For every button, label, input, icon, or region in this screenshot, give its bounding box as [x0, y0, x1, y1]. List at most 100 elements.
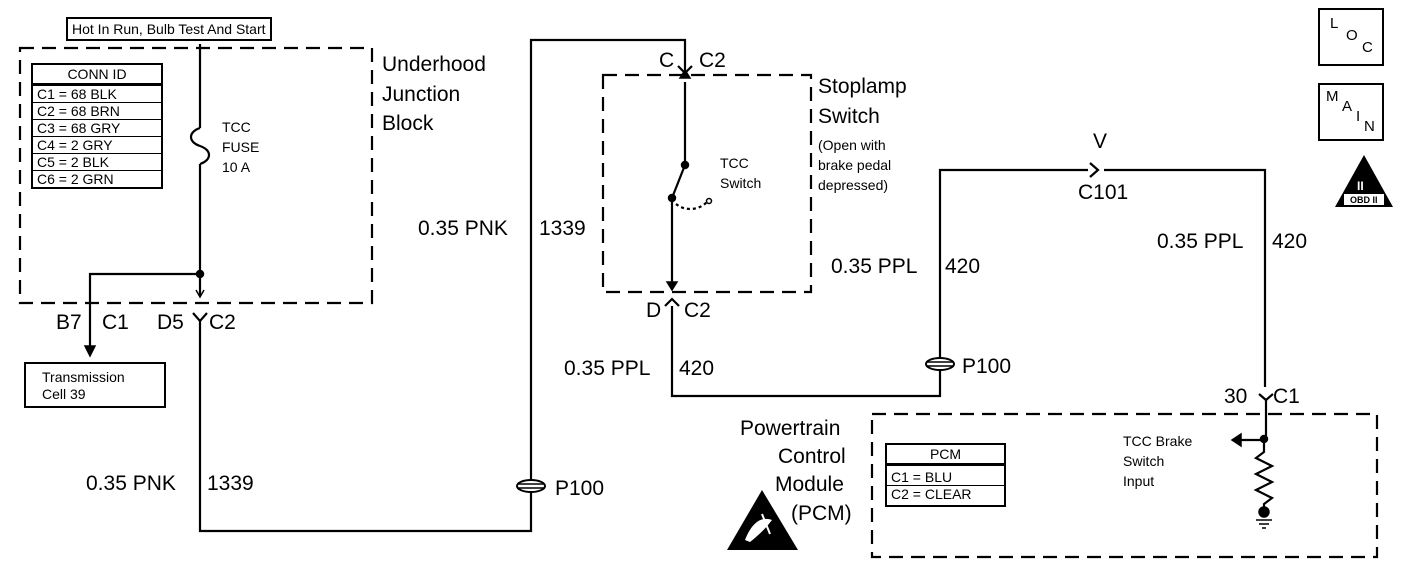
connector-c2-bottom: C2 — [684, 299, 711, 322]
ppl-lower-circuit: 420 — [679, 357, 715, 380]
fuse-label-line1: TCC — [222, 119, 251, 135]
switch-pivot-bottom — [667, 193, 677, 203]
transmission-box: Transmission Cell 39 — [24, 362, 166, 408]
main-letter: I — [1356, 108, 1361, 125]
pnk-upper-circuit: 1339 — [539, 217, 586, 240]
connector-c1-left: C1 — [102, 311, 129, 334]
tcc-fuse-symbol — [189, 126, 211, 166]
pcm-input-label-line2: Switch — [1123, 453, 1165, 469]
c1-right-connector-symbol — [1258, 393, 1274, 402]
p100-right-splice-lines — [926, 361, 954, 367]
connector-c2-top: C2 — [699, 49, 726, 72]
conn-id-table-title: CONN ID — [33, 65, 161, 85]
fuse-label-line2: FUSE — [222, 139, 260, 155]
conn-id-row: C3 = 68 GRY — [33, 119, 161, 136]
pcm-connector-table: PCM C1 = BLU C2 = CLEAR — [885, 443, 1006, 507]
switch-pivot-top — [680, 160, 690, 170]
switch-up-arrow — [678, 68, 692, 79]
pcm-title-line1: Powertrain — [740, 417, 841, 440]
pull-up-resistor — [1253, 440, 1275, 516]
connector-c-top: C — [659, 49, 675, 72]
splice-p100-left: P100 — [555, 477, 605, 500]
stoplamp-note-line1: (Open with — [818, 137, 886, 153]
ppl-lower-gauge: 0.35 PPL — [564, 357, 651, 380]
obd-ii-icon — [1335, 155, 1393, 207]
loc-letter: L — [1330, 15, 1339, 32]
connector-b7: B7 — [56, 311, 82, 334]
splice-p100-right: P100 — [962, 355, 1012, 378]
conn-id-table: CONN ID C1 = 68 BLK C2 = 68 BRN C3 = 68 … — [31, 63, 163, 189]
power-source-label: Hot In Run, Bulb Test And Start — [66, 17, 272, 41]
connector-d5: D5 — [157, 311, 184, 334]
tcc-switch-label-line1: TCC — [720, 155, 749, 171]
fuse-arrow — [195, 289, 205, 299]
underhood-title-line3: Block — [382, 112, 434, 135]
conn-id-row: C1 = 68 BLK — [33, 85, 161, 102]
ppl-mid-gauge: 0.35 PPL — [831, 255, 918, 278]
switch-open-arc — [675, 200, 709, 211]
p100-left-splice-lines — [517, 483, 545, 489]
obd-numeral: II — [1357, 179, 1364, 193]
connector-d-bottom: D — [646, 299, 662, 322]
pnk-lower-gauge: 0.35 PNK — [86, 472, 176, 495]
pcm-input-label-line1: TCC Brake — [1123, 433, 1193, 449]
underhood-title-line2: Junction — [382, 83, 461, 106]
ppl-right-circuit: 420 — [1272, 230, 1308, 253]
pcm-table-row: C1 = BLU — [887, 465, 1004, 485]
ground-symbol — [1256, 519, 1272, 529]
ppl-right-wire — [1104, 168, 1267, 387]
v-connector-symbol — [1089, 162, 1100, 178]
main-nav-button[interactable]: M A I N — [1318, 83, 1384, 141]
pcm-table-row: C2 = CLEAR — [887, 485, 1004, 505]
pcm-title-line4: (PCM) — [791, 502, 852, 525]
obd-label[interactable]: OBD II — [1350, 195, 1378, 205]
pcm-input-label-line3: Input — [1123, 473, 1155, 489]
pcm-table-title: PCM — [887, 445, 1004, 465]
switch-contact — [705, 197, 713, 205]
p100-right-splice — [925, 357, 955, 371]
p100-left-splice — [516, 479, 546, 493]
stoplamp-switch-outline — [601, 73, 813, 294]
ppl-lower-wire — [670, 306, 942, 398]
conn-id-row: C6 = 2 GRN — [33, 170, 161, 187]
main-letter: A — [1342, 98, 1353, 115]
input-node-dot — [1259, 434, 1269, 444]
switch-down-arrow — [665, 281, 679, 292]
stoplamp-note-line3: depressed) — [818, 177, 889, 193]
ppl-mid-circuit: 420 — [945, 255, 981, 278]
loc-letter: O — [1346, 27, 1358, 44]
pnk-upper-gauge: 0.35 PNK — [418, 217, 508, 240]
d-connector-symbol — [664, 297, 680, 307]
ppl-right-gauge: 0.35 PPL — [1157, 230, 1244, 253]
stoplamp-title-line1: Stoplamp — [818, 75, 907, 98]
connector-c2-left: C2 — [209, 311, 236, 334]
loc-letter: C — [1362, 39, 1373, 56]
tcc-switch-label-line2: Switch — [720, 175, 762, 191]
pcm-input-arrow — [1230, 432, 1242, 448]
pnk-upper-wire — [529, 38, 687, 480]
ground-dot — [1258, 506, 1270, 518]
fuse-label-line3: 10 A — [222, 159, 251, 175]
conn-id-row: C4 = 2 GRY — [33, 136, 161, 153]
conn-id-row: C5 = 2 BLK — [33, 153, 161, 170]
connector-c1-right: C1 — [1273, 385, 1300, 408]
fuse-splice-dot — [195, 269, 205, 279]
transmission-branch-wire — [88, 272, 200, 350]
pnk-lower-circuit: 1339 — [207, 472, 254, 495]
main-letter: N — [1364, 118, 1375, 135]
pcm-title-line3: Module — [775, 473, 844, 496]
loc-nav-button[interactable]: L O C — [1318, 8, 1384, 66]
transmission-arrow — [83, 345, 97, 358]
underhood-title-line1: Underhood — [382, 53, 486, 76]
pcm-outline — [870, 412, 1379, 559]
pnk-lower-wire — [198, 321, 533, 533]
d5-connector-symbol — [192, 312, 208, 323]
stoplamp-note-line2: brake pedal — [818, 157, 892, 173]
connector-c101: C101 — [1078, 181, 1129, 204]
ppl-mid-wire — [938, 168, 1088, 358]
switch-blade — [670, 164, 687, 199]
connector-v: V — [1093, 130, 1108, 153]
transmission-label-line1: Transmission — [42, 369, 125, 385]
